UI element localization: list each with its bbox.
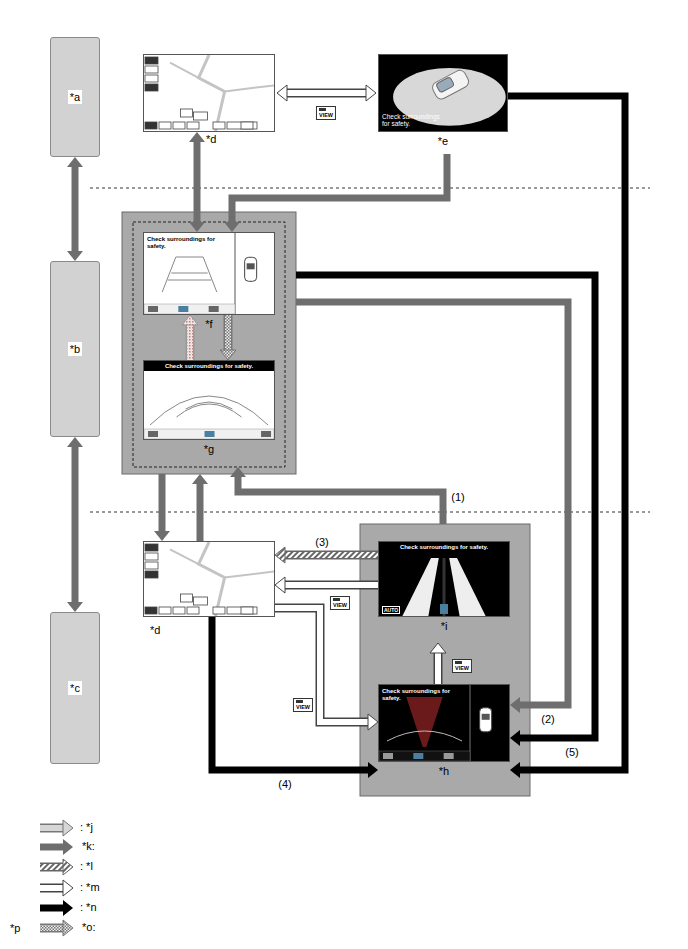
screen-illustration (144, 361, 274, 439)
screen-message: Check surroundings for safety. (144, 361, 274, 371)
legend-sample (40, 839, 73, 855)
screen-group: Check surroundings for safety.AUTO*iChec… (360, 524, 530, 796)
part-label: *h (439, 765, 449, 777)
flow-arrow (192, 474, 208, 541)
flow-arrow (67, 157, 83, 261)
screen-group: Check surroundings for safety.*fCheck su… (133, 222, 285, 467)
part-label: *d (206, 133, 216, 145)
display-screen: Check surroundings for safety.*e (378, 54, 508, 132)
callout-number: (1) (450, 491, 465, 503)
legend-text: *o: (82, 921, 95, 933)
mode-box: *b (50, 261, 100, 437)
display-screen: Check surroundings for safety.*g (143, 360, 275, 440)
legend-sample (40, 900, 73, 916)
legend-sample (40, 880, 73, 896)
legend-sample (40, 820, 73, 836)
flow-arrow (212, 617, 378, 778)
callout-number: (3) (314, 536, 329, 548)
mode-icon-text: AUTO (382, 606, 400, 614)
screen-illustration (144, 55, 274, 131)
part-label: *c (68, 681, 82, 695)
display-screen: *d (143, 54, 275, 132)
dashed-frame (133, 222, 285, 467)
flow-arrow (277, 85, 376, 101)
screen-illustration (144, 542, 274, 616)
part-label: *b (68, 342, 82, 356)
mode-box: *a (50, 37, 100, 157)
mode-box: *c (50, 612, 100, 764)
flow-arrow (508, 96, 625, 778)
part-label: *e (438, 135, 448, 147)
flow-arrow (220, 315, 236, 360)
flow-arrow (430, 643, 446, 684)
flow-arrow (275, 608, 378, 730)
view-button-icon: VIEW (330, 596, 350, 610)
view-button-icon: VIEW (452, 659, 472, 673)
flow-arrow (189, 132, 205, 232)
legend-key: *p (10, 922, 20, 934)
part-label: *f (205, 318, 212, 330)
screen-message: Check surroundings for safety. (382, 113, 444, 127)
display-screen: Check surroundings for safety.*f (143, 232, 275, 315)
screen-group: Check surroundings for safety.*fCheck su… (122, 212, 296, 474)
display-screen: Check surroundings for safety.*h (378, 684, 510, 762)
flow-arrow (154, 474, 170, 541)
screen-illustration (379, 542, 509, 616)
part-label: *a (68, 90, 82, 104)
flow-arrow (182, 315, 198, 360)
callout-number: (5) (564, 746, 579, 758)
divider-line (90, 188, 650, 189)
callout-number: (2) (540, 713, 555, 725)
view-button-icon: VIEW (316, 106, 336, 120)
legend-text: : *l (80, 860, 93, 872)
legend-sample (40, 920, 73, 936)
group-panel (360, 524, 530, 796)
legend-text: : *m (80, 881, 100, 893)
part-label: *d (150, 624, 160, 636)
screen-message: Check surroundings for safety. (379, 542, 509, 552)
flow-arrow (224, 154, 447, 232)
flow-arrow (296, 302, 568, 713)
legend-text: : *n (80, 901, 97, 913)
screen-message: Check surroundings for safety. (147, 236, 233, 250)
group-panel (122, 212, 296, 474)
flow-arrow (67, 437, 83, 612)
callout-number: (4) (277, 778, 292, 790)
flow-arrow (275, 577, 378, 593)
flow-arrow (275, 547, 378, 563)
legend-text: *k: (82, 840, 95, 852)
screen-message: Check surroundings for safety. (382, 688, 468, 702)
part-label: *g (204, 443, 214, 455)
legend-text: : *j (80, 821, 93, 833)
display-screen: Check surroundings for safety.AUTO*i (378, 541, 510, 617)
display-screen: *d (143, 541, 275, 617)
flow-arrow (230, 467, 443, 524)
legend-sample (40, 859, 73, 875)
part-label: *i (441, 620, 448, 632)
view-button-icon: VIEW (293, 698, 313, 712)
